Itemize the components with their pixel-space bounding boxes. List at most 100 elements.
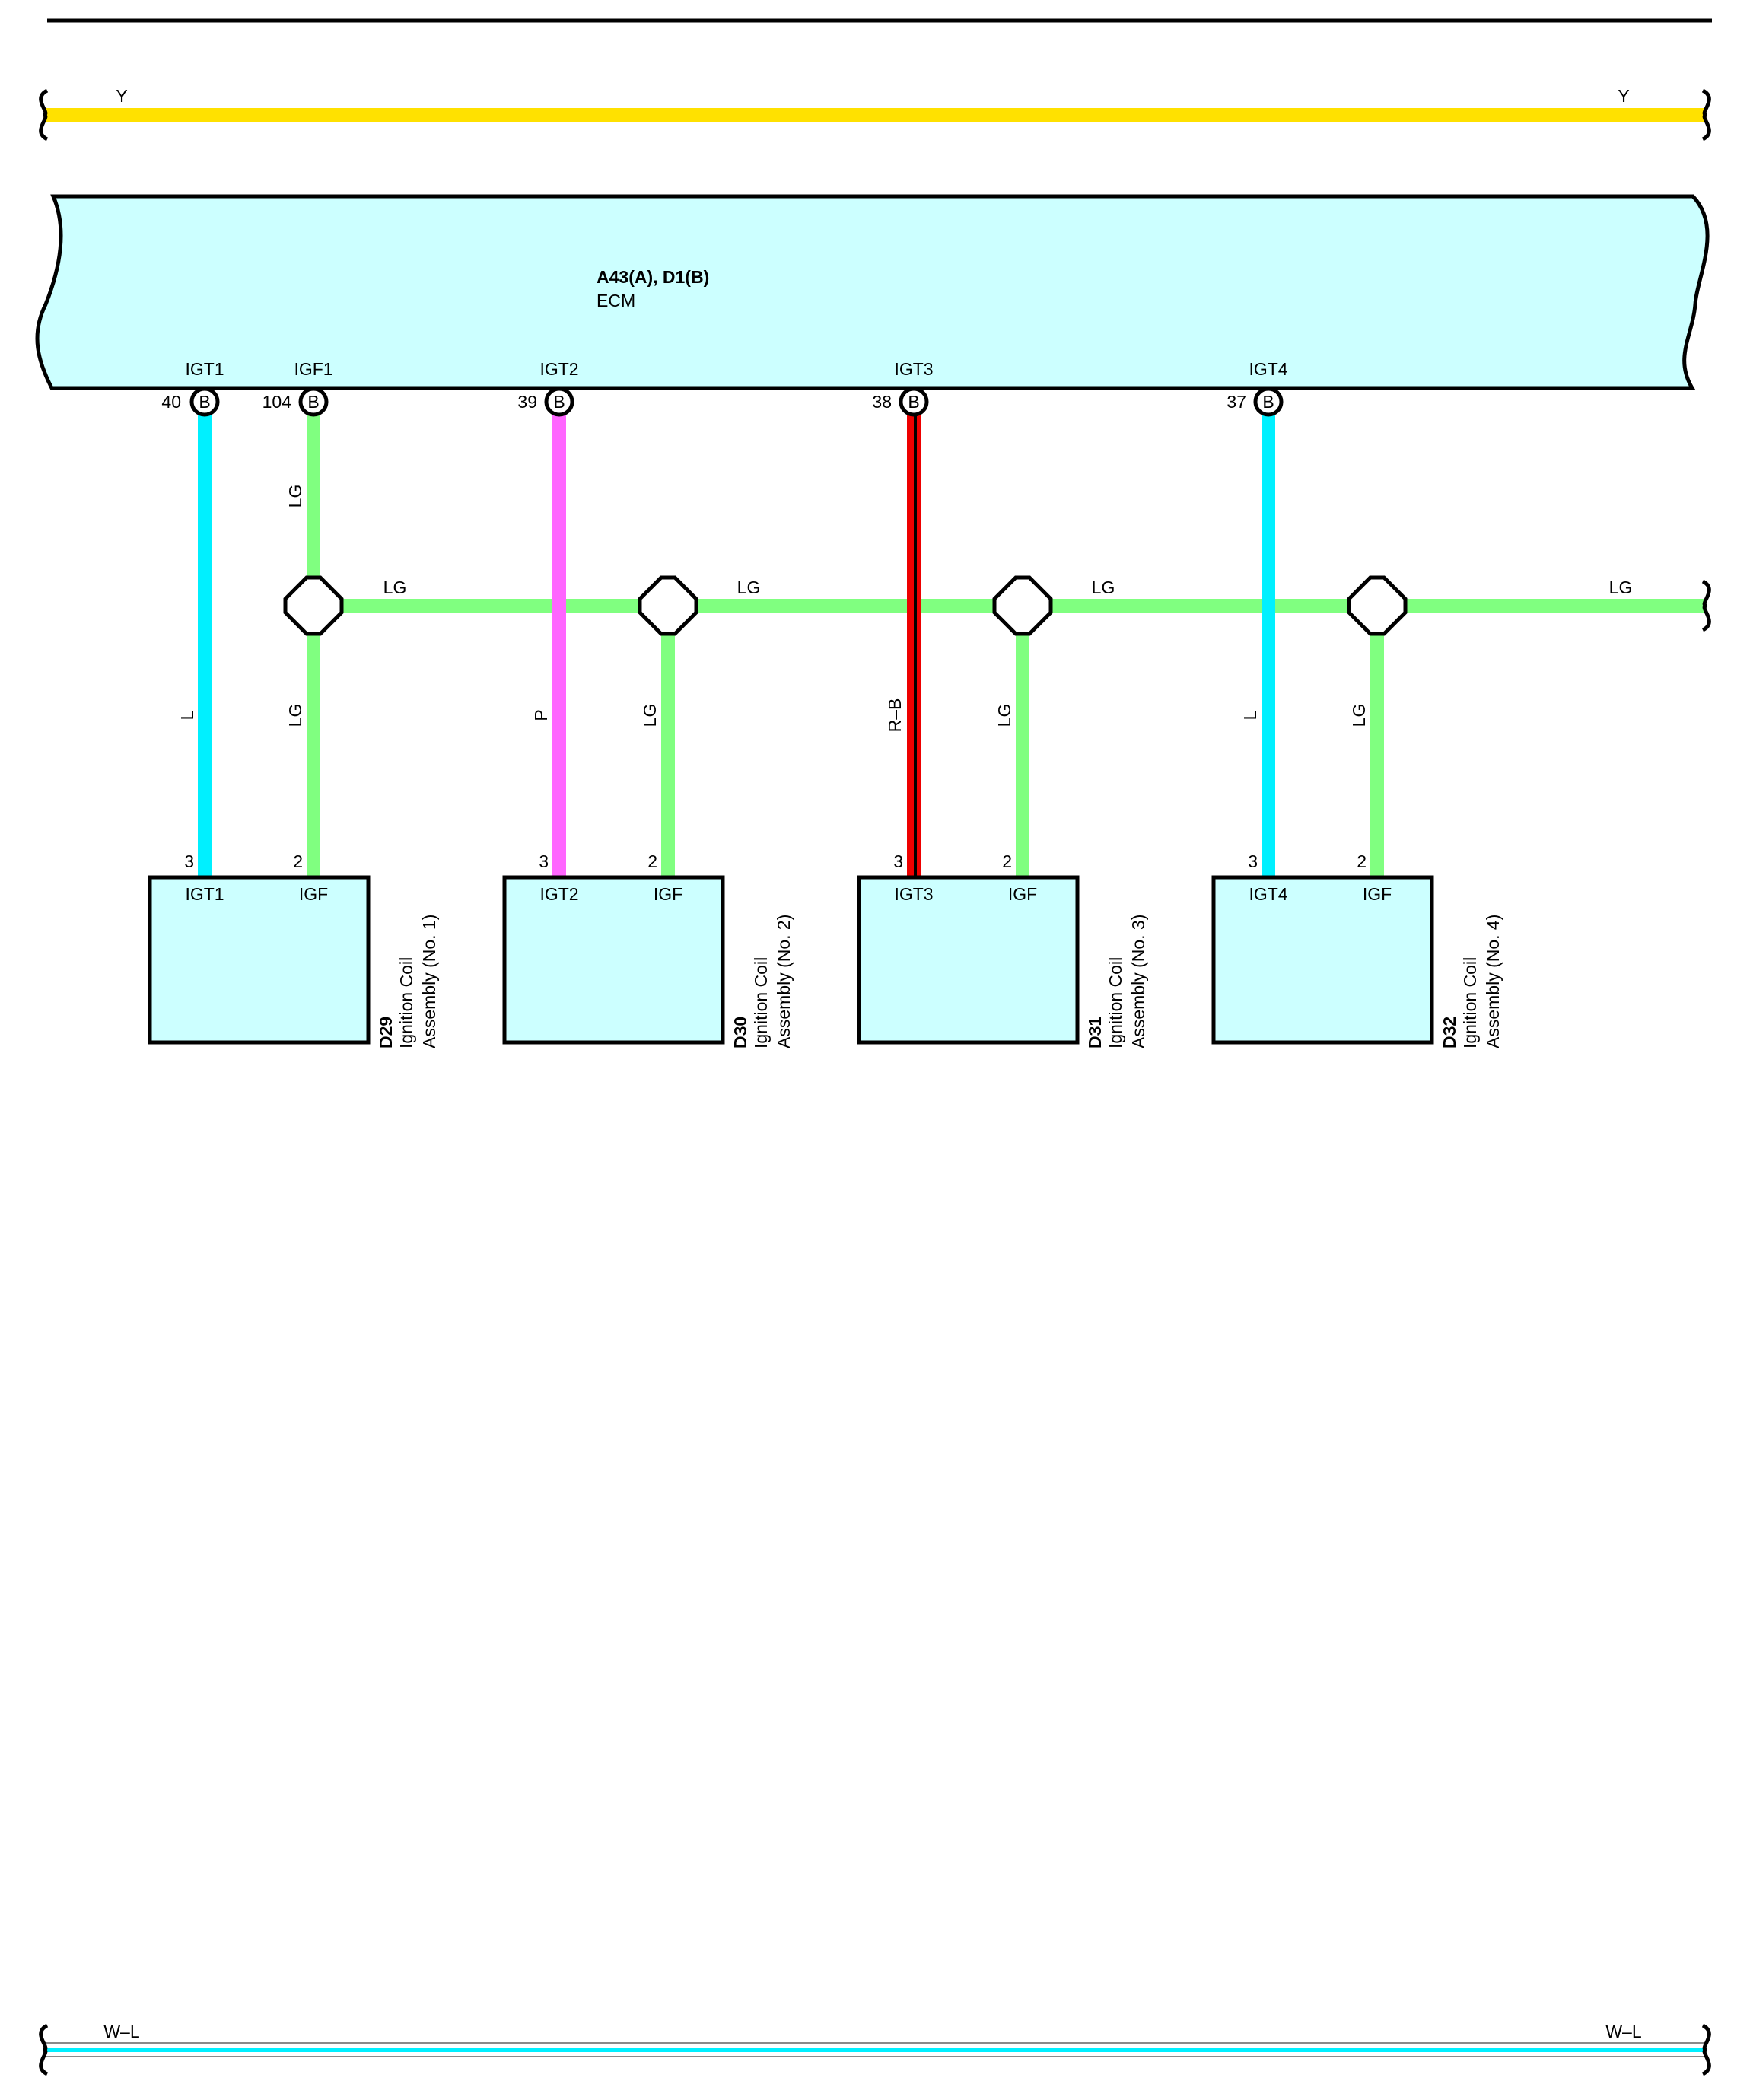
ecm-pin-signal-igt2: IGT2 [539, 359, 578, 379]
terminal-circle [1253, 387, 1284, 417]
coil-name-line2: Assembly (No. 1) [419, 915, 439, 1048]
ignition-coil-2: 3 2 IGT2 IGF D30 Ignition Coil Assembly … [502, 851, 794, 1048]
terminal-circle [899, 387, 929, 417]
coil-code: D32 [1440, 1017, 1459, 1048]
wire-color-labels: L LG LG P LG R–B LG L LG [177, 485, 1369, 733]
wire-color-coil3-igf: LG [994, 704, 1014, 727]
coil-name-line1: Ignition Coil [1106, 957, 1125, 1048]
splice-junction-1 [283, 575, 344, 636]
coil-body [1211, 875, 1434, 1045]
coil-igf-label: IGF [1008, 884, 1037, 904]
coil-name-line2: Assembly (No. 3) [1128, 915, 1148, 1048]
coil-igt-label: IGT1 [185, 884, 224, 904]
coil-igt-pin: 3 [539, 851, 549, 871]
coil-igt-label: IGT4 [1249, 884, 1287, 904]
ignition-coil-3: 3 2 IGT3 IGF D31 Ignition Coil Assembly … [857, 851, 1148, 1048]
coil-igt-pin: 3 [184, 851, 194, 871]
coil-code: D29 [376, 1017, 396, 1048]
terminal-pin-number: 38 [872, 392, 892, 412]
vertical-wires [198, 411, 1384, 877]
wire-break-left [39, 2023, 49, 2076]
coil-igt-pin: 3 [1248, 851, 1258, 871]
coil-body [857, 875, 1080, 1045]
coil-body [148, 875, 371, 1045]
terminal-pin-number: 40 [161, 392, 181, 412]
terminal-circle [544, 387, 574, 417]
bottom-wire-color-left: W–L [103, 2022, 140, 2041]
splice-junctions [283, 575, 1408, 636]
coil-code: D30 [730, 1017, 750, 1048]
bus-break-right [1701, 579, 1711, 632]
ecm-body [35, 194, 1710, 390]
ecm-component: A43(A), D1(B) ECM IGT1 IGF1 IGT2 IGT3 IG… [35, 194, 1710, 390]
coil-igt-label: IGT2 [539, 884, 578, 904]
coil-igf-label: IGF [654, 884, 682, 904]
bus-color-2: LG [737, 578, 761, 597]
w-l-wire-stripe [44, 2048, 1704, 2052]
wire-break-right [1701, 2023, 1711, 2076]
terminal-connector-tag: B [553, 392, 565, 412]
ecm-terminals: B 40 B 104 B 39 B 38 B 37 [161, 387, 1284, 417]
top-power-wire: Y Y [39, 86, 1711, 142]
coil-igf-pin: 2 [293, 851, 303, 871]
ecm-name: ECM [597, 291, 635, 310]
terminal-connector-tag: B [307, 392, 319, 412]
wire-color-coil2-igf: LG [640, 704, 660, 727]
terminal-pin-number: 104 [262, 392, 292, 412]
splice-junction-2 [638, 575, 698, 636]
coil-name-line1: Ignition Coil [1460, 957, 1480, 1048]
ecm-pin-signal-igt3: IGT3 [894, 359, 933, 379]
coil-igf-label: IGF [299, 884, 328, 904]
terminal-connector-tag: B [1262, 392, 1274, 412]
ecm-pin-signal-igt1: IGT1 [185, 359, 224, 379]
coil-body [502, 875, 725, 1045]
coil-code: D31 [1085, 1017, 1105, 1048]
ecm-terminal-igf1: B 104 [262, 387, 329, 417]
ecm-connector-codes: A43(A), D1(B) [597, 267, 709, 287]
bus-color-1: LG [383, 578, 407, 597]
coil-igt-pin: 3 [893, 851, 903, 871]
terminal-circle [189, 387, 220, 417]
coil-name-line1: Ignition Coil [396, 957, 416, 1048]
terminal-pin-number: 39 [517, 392, 537, 412]
ignition-coil-4: 3 2 IGT4 IGF D32 Ignition Coil Assembly … [1211, 851, 1503, 1048]
wire-igt3 [907, 411, 921, 877]
splice-junction-4 [1347, 575, 1408, 636]
ignition-coil-1: 3 2 IGT1 IGF D29 Ignition Coil Assembly … [148, 851, 439, 1048]
splice-junction-3 [992, 575, 1053, 636]
top-wire-color-left: Y [116, 86, 127, 106]
coil-name-line2: Assembly (No. 2) [774, 915, 794, 1048]
terminal-connector-tag: B [908, 392, 919, 412]
wire-color-igf1-upper: LG [285, 485, 305, 508]
bottom-wire-color-right: W–L [1605, 2022, 1642, 2041]
wire-color-igt1: L [177, 710, 197, 720]
coil-igt-label: IGT3 [894, 884, 933, 904]
ecm-terminal-igt3: B 38 [872, 387, 929, 417]
ecm-terminal-igt1: B 40 [161, 387, 220, 417]
terminal-circle [298, 387, 329, 417]
coil-name-line1: Ignition Coil [751, 957, 771, 1048]
terminal-pin-number: 37 [1227, 392, 1246, 412]
wire-color-igt4: L [1240, 710, 1260, 720]
wire-color-igt3: R–B [885, 698, 905, 733]
coil-igf-pin: 2 [1002, 851, 1012, 871]
terminal-connector-tag: B [199, 392, 210, 412]
ecm-pin-signal-igt4: IGT4 [1249, 359, 1287, 379]
coil-name-line2: Assembly (No. 4) [1483, 915, 1503, 1048]
wire-color-igf1-lower: LG [285, 704, 305, 727]
ecm-terminal-igt4: B 37 [1227, 387, 1284, 417]
bottom-ground-wire: W–L W–L [39, 2022, 1711, 2076]
coil-igf-label: IGF [1363, 884, 1392, 904]
top-wire-color-right: Y [1618, 86, 1629, 106]
wire-color-coil4-igf: LG [1349, 704, 1369, 727]
wire-break-right [1701, 88, 1711, 142]
coil-igf-pin: 2 [648, 851, 657, 871]
ecm-terminal-igt2: B 39 [517, 387, 574, 417]
bus-color-3: LG [1092, 578, 1115, 597]
wire-color-igt2: P [531, 709, 551, 721]
bus-color-4: LG [1609, 578, 1633, 597]
ecm-pin-signal-igf1: IGF1 [294, 359, 332, 379]
coil-igf-pin: 2 [1357, 851, 1367, 871]
wire-igt3-stripe [914, 411, 917, 877]
